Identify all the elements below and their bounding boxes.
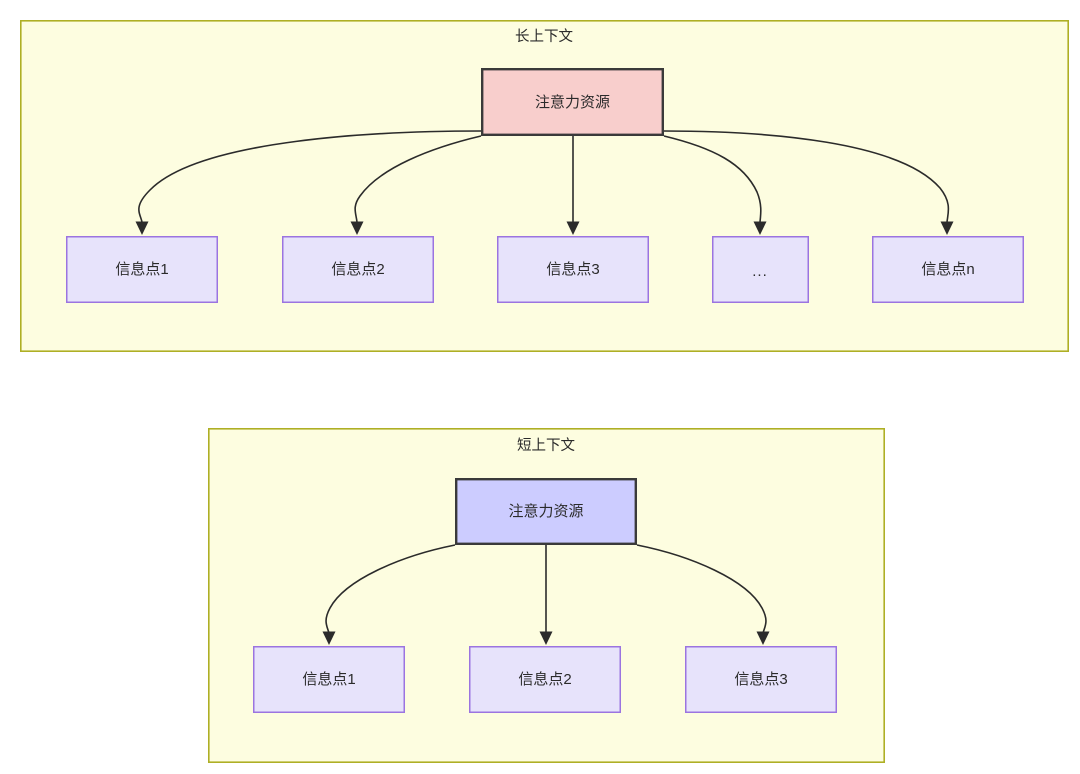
- node-attention-resource-short[interactable]: 注意力资源: [455, 478, 638, 546]
- edge-long-to-info1-arrowhead: [135, 221, 149, 235]
- node-info-point-3-short[interactable]: 信息点3: [685, 646, 837, 713]
- group-long-context: 长上下文 注意力资源: [19, 19, 1070, 352]
- edges-long-context: [135, 130, 954, 235]
- edge-long-to-infon-arrowhead: [940, 221, 954, 235]
- node-rect-attention-resource-long[interactable]: [481, 67, 665, 136]
- node-rect-info-point-3-long[interactable]: [497, 236, 649, 303]
- node-info-point-2-short[interactable]: 信息点2: [469, 646, 621, 713]
- edge-short-to-info1: [325, 544, 456, 634]
- node-label-info-point-2-short: 信息点2: [518, 671, 571, 688]
- node-attention-resource-long[interactable]: 注意力资源: [481, 67, 665, 136]
- edge-long-to-ellipsis: [663, 135, 762, 223]
- node-info-point-ellipsis-long[interactable]: ...: [712, 236, 809, 303]
- node-label-attention-resource-short: 注意力资源: [508, 502, 583, 520]
- node-info-point-2-long[interactable]: 信息点2: [282, 236, 434, 303]
- node-label-info-point-ellipsis-long: ...: [752, 263, 768, 280]
- edge-long-to-info2: [354, 135, 482, 223]
- edge-long-to-info3-arrowhead: [566, 221, 580, 235]
- edge-short-to-info3-arrowhead: [756, 631, 770, 645]
- node-label-info-point-3-short: 信息点3: [734, 671, 787, 688]
- node-label-info-point-1-short: 信息点1: [302, 671, 355, 688]
- node-label-info-point-3-long: 信息点3: [546, 261, 599, 278]
- node-rect-info-point-3-short[interactable]: [685, 646, 837, 713]
- node-label-attention-resource-long: 注意力资源: [535, 93, 610, 111]
- node-label-info-point-1-long: 信息点1: [115, 261, 168, 278]
- group-title-short-context: 短上下文: [517, 437, 575, 454]
- node-rect-attention-resource-short[interactable]: [455, 478, 638, 546]
- node-label-info-point-n-long: 信息点n: [921, 261, 974, 278]
- edge-long-to-infon: [663, 130, 950, 223]
- group-short-context: 短上下文 注意力资源 信息点1: [208, 427, 886, 763]
- edge-long-to-info1: [138, 130, 482, 223]
- node-info-point-1-short[interactable]: 信息点1: [253, 646, 405, 713]
- node-info-point-n-long[interactable]: 信息点n: [872, 236, 1024, 303]
- node-rect-info-point-2-short[interactable]: [469, 646, 621, 713]
- edge-short-to-info1-arrowhead: [322, 631, 336, 645]
- edge-short-to-info2-arrowhead: [539, 631, 553, 645]
- node-rect-info-point-ellipsis-long[interactable]: [712, 236, 809, 303]
- node-info-point-3-long[interactable]: 信息点3: [497, 236, 649, 303]
- node-rect-info-point-1-short[interactable]: [253, 646, 405, 713]
- node-info-point-1-long[interactable]: 信息点1: [66, 236, 218, 303]
- node-rect-info-point-2-long[interactable]: [282, 236, 434, 303]
- group-title-long-context: 长上下文: [515, 28, 573, 45]
- edge-short-to-info3: [636, 544, 767, 634]
- node-rect-info-point-n-long[interactable]: [872, 236, 1024, 303]
- node-rect-info-point-1-long[interactable]: [66, 236, 218, 303]
- edges-short-context: [322, 544, 770, 645]
- node-label-info-point-2-long: 信息点2: [331, 261, 384, 278]
- edge-long-to-ellipsis-arrowhead: [753, 221, 767, 235]
- edge-long-to-info2-arrowhead: [350, 221, 364, 235]
